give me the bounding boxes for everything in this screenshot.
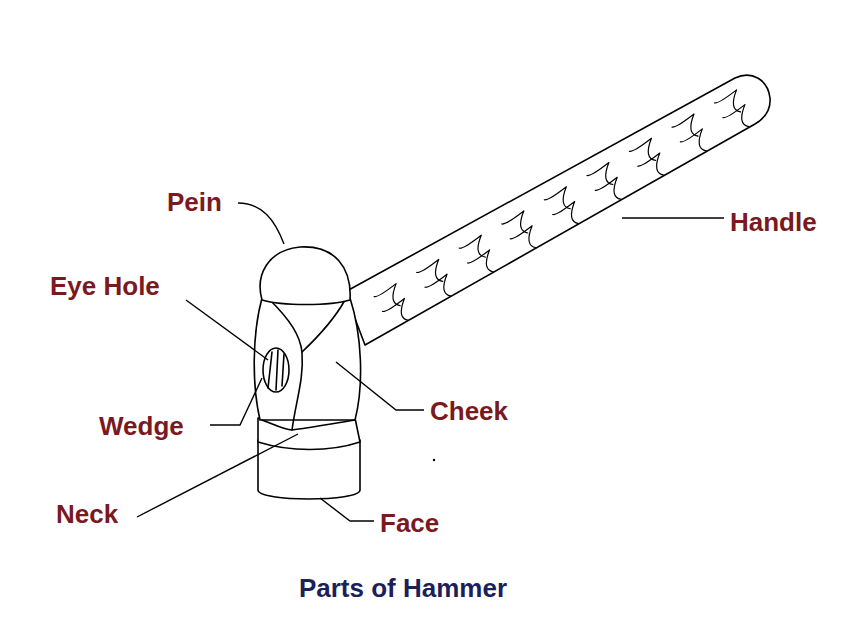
hammer-neck: [258, 418, 360, 450]
leader-line: [210, 378, 262, 425]
part-label: Wedge: [99, 412, 184, 441]
wedge: [268, 350, 284, 390]
grain-stroke: [629, 138, 655, 160]
leader-line: [336, 362, 424, 410]
grain-stroke: [672, 114, 698, 136]
grain-stroke: [382, 298, 408, 320]
stray-dot: [433, 459, 435, 461]
grain-stroke: [680, 129, 706, 151]
part-label: Cheek: [430, 397, 508, 426]
grain-stroke: [374, 284, 400, 306]
hammer-handle: [345, 75, 770, 345]
cheek-line: [262, 420, 355, 430]
leader-line: [320, 498, 374, 521]
grain-stroke: [553, 202, 579, 224]
part-label: Neck: [56, 500, 118, 529]
wood-grain: [374, 90, 749, 321]
figure-caption: Parts of Hammer: [299, 574, 507, 603]
part-label: Handle: [730, 208, 817, 237]
leader-line: [238, 203, 284, 244]
grain-stroke: [502, 211, 528, 233]
grain-stroke: [723, 105, 749, 127]
grain-stroke: [587, 163, 613, 185]
part-label: Eye Hole: [50, 272, 160, 301]
part-label: Pein: [167, 188, 222, 217]
grain-stroke: [459, 235, 485, 257]
part-label: Face: [380, 509, 439, 538]
grain-stroke: [595, 177, 621, 199]
grain-stroke: [417, 259, 443, 281]
leader-line: [622, 217, 724, 218]
leader-line: [186, 300, 268, 360]
grain-stroke: [468, 250, 494, 272]
hammer-pein: [260, 247, 350, 305]
eye-hole: [263, 348, 289, 392]
cheek-line: [302, 300, 345, 352]
grain-stroke: [638, 153, 664, 175]
grain-stroke: [544, 187, 570, 209]
grain-stroke: [715, 90, 741, 112]
leader-line: [137, 434, 298, 517]
grain-stroke: [510, 226, 536, 248]
hammer-body: [254, 298, 360, 420]
grain-stroke: [425, 274, 451, 296]
